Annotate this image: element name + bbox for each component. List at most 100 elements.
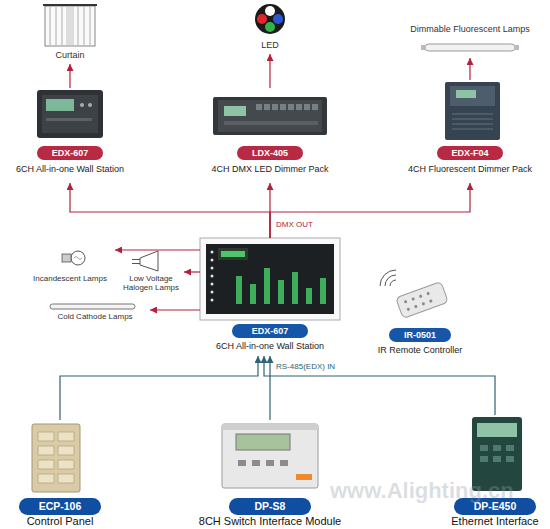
fluorescent-tube-icon [421,44,519,51]
halogen-pins [132,260,140,264]
device-caption: 6CH All-in-one Wall Station [0,164,140,174]
device-vents [452,114,493,129]
central-wall-station-image [200,238,340,320]
level-bar [292,272,298,304]
device-caption: Control Panel [5,515,115,528]
led-blue [273,14,283,24]
terminal-block [256,104,318,110]
curtain-cloth [45,6,95,46]
output-connector [184,271,200,272]
output-connector [69,64,70,88]
input-connector [60,356,258,420]
load-label: Low Voltage Halogen Lamps [118,274,184,292]
device-card: EDX-F04 4CH Fluorescent Dimmer Pack [395,80,545,183]
device-face [42,95,98,133]
bulb-base [62,254,71,262]
bulb-filament [74,257,82,260]
device-display [218,248,248,260]
load-label: Curtain [25,50,115,60]
incandescent-lamp-icon [62,251,85,265]
device-caption: 8CH Switch Interface Module [190,515,350,528]
device-card: IR-0501 IR Remote Controller [370,258,470,356]
ir-signal [380,270,396,286]
tube-cap [421,45,426,50]
led-body [255,4,285,34]
input-device-card: ECP-106Control Panel [5,420,115,528]
output-connector [115,249,200,250]
device-lcd [224,106,246,116]
led-white [265,6,275,16]
output-load: LED [230,2,310,54]
module-buttons [238,460,288,466]
watermark: www.Alighting.cn [330,478,514,504]
model-badge: IR-0501 [389,328,451,342]
device-lcd [46,99,74,111]
level-bar [306,288,312,304]
device-caption: 4CH DMX LED Dimmer Pack [195,164,345,174]
load-label: LED [230,40,310,50]
device-card: EDX-6076CH All-in-one Wall Station [0,88,140,183]
level-bar [250,284,256,304]
model-badge: EDX-607 [232,324,308,338]
device-frame [200,238,340,320]
output-connector [270,183,470,238]
device-button [88,103,92,107]
device-case [445,82,500,140]
model-badge: EDX-F04 [437,146,503,160]
bulb-glass [71,251,85,265]
output-connector [70,183,270,238]
device-lcd [456,90,476,98]
lamp-load: Low Voltage Halogen Lamps [118,256,184,300]
panel-keys [38,432,74,483]
signal-label: DMX OUT [276,220,313,229]
load-label: Cold Cathode Lamps [40,312,150,321]
indicator-dots [211,252,214,300]
remote-body-group [396,281,449,318]
output-load: Curtain [25,2,115,64]
curtain-folds [50,7,90,45]
lamp-load: Cold Cathode Lamps [40,302,150,332]
model-badge: LDX-405 [237,146,303,160]
interface-lcd [477,423,517,437]
device-face [450,86,495,106]
load-label: Dimmable Fluorescent Lamps [405,24,535,34]
device-caption: IR Remote Controller [370,345,470,355]
led-red [257,14,267,24]
panel-plate [32,424,80,492]
device-face [218,100,322,132]
module-case [222,424,318,488]
input-device-card: DP-S88CH Switch Interface Module [190,420,350,528]
module-top [222,424,318,430]
device-case [213,97,327,135]
module-lcd [236,434,290,450]
input-connector [270,356,495,415]
device-button [80,103,84,107]
led-icon [255,4,285,34]
device-card: LDX-405 4CH DMX LED Dimmer Pack [195,88,345,183]
signal-label: RS-485(EDX) IN [276,362,335,371]
control-panel-image [32,424,80,492]
input-connector [264,356,270,420]
load-label: Incandescent Lamps [25,274,115,283]
module-tab [296,474,312,480]
input-device-card: DP-E450Ethernet Interface [440,415,550,528]
connectors [60,54,495,420]
device-caption: 4CH Fluorescent Dimmer Pack [395,164,545,174]
device-strip [46,118,92,121]
level-bar [236,276,242,304]
curtain-gap [66,7,74,45]
model-badge: ECP-106 [19,498,101,515]
device-caption: 6CH All-in-one Wall Station [200,341,340,351]
level-bar [278,280,284,304]
lamp-load: Incandescent Lamps [25,246,115,290]
switch-module-image [222,424,318,488]
device-strip [224,121,318,125]
wall-station-image [37,90,103,138]
led-green [265,22,275,32]
remote-buttons [406,294,431,310]
level-bar [320,278,326,304]
model-badge: DP-S8 [229,498,311,515]
output-connector [469,58,470,80]
